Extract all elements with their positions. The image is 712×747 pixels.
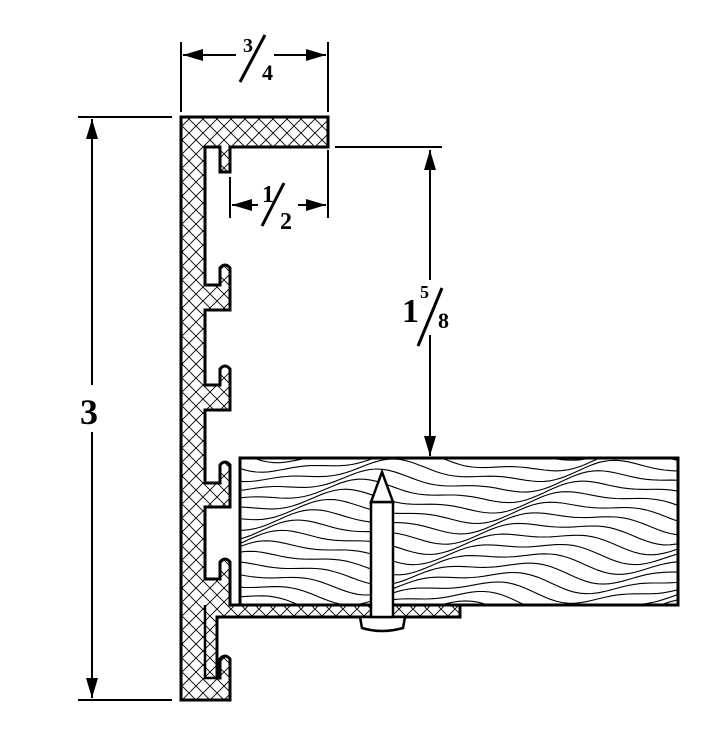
grain-line [241,590,677,604]
dim-top-width-numerator: 3 [243,35,253,57]
dim-slot-depth-denominator: 2 [280,209,292,235]
dim-top-width-denominator: 4 [262,60,273,85]
dim-clearance-denominator: 8 [438,308,449,333]
dim-clearance-numerator: 5 [420,282,429,302]
grain-line [241,509,677,536]
dim-height-value: 3 [80,392,98,432]
dimension-top-width [180,34,329,112]
dim-clearance-whole: 1 [402,293,419,330]
dimension-height [78,116,172,701]
grain-line [241,488,677,514]
grain-line [241,540,677,566]
dimension-slot-depth [229,150,329,227]
wood-grain [241,459,677,604]
grain-line [241,581,677,604]
grain-line [442,599,677,604]
grain-line [241,529,677,556]
grain-line [241,550,677,576]
grain-line [241,468,677,493]
grain-line [241,459,677,473]
grain-line [241,478,677,504]
grain-line [241,571,677,596]
nail-icon [358,468,407,633]
grain-line [241,561,677,586]
wood-board [238,456,680,607]
grain-line [241,519,677,546]
grain-line [241,498,677,525]
dim-slot-depth-numerator: 1 [262,182,274,208]
grain-line [241,459,677,483]
dimension-clearance [335,146,444,456]
shelf-insert-joint [203,605,220,680]
